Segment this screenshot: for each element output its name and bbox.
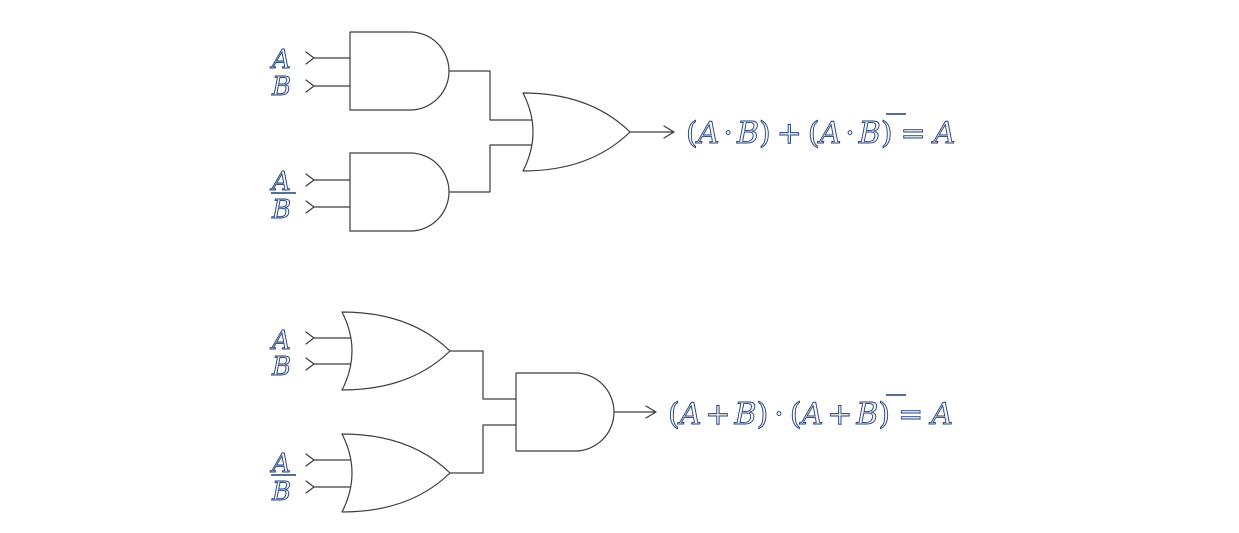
and-gate-2 bbox=[349, 152, 450, 232]
equation-2: (A+B)·(A+B)=A bbox=[668, 397, 953, 432]
wire-to-or-top bbox=[448, 70, 533, 121]
wire-to-and-bottom bbox=[449, 424, 517, 474]
input-b-2: B bbox=[271, 195, 291, 225]
wire-to-and-top bbox=[449, 350, 517, 400]
or-gate-final bbox=[522, 92, 631, 172]
or-gate-1 bbox=[341, 311, 451, 391]
input-arrow bbox=[305, 331, 353, 345]
input-arrow bbox=[305, 51, 351, 65]
input-arrow bbox=[305, 79, 351, 93]
circuit-2: A B A B (A+B)·(A+B)=A bbox=[270, 311, 953, 513]
input-b-3: B bbox=[271, 352, 291, 382]
equation-1: (A·B)+(A·B)=A bbox=[686, 116, 955, 151]
input-a-3: A bbox=[270, 326, 291, 356]
input-a-4: A bbox=[270, 449, 291, 479]
input-a-1: A bbox=[270, 45, 291, 75]
output-arrow bbox=[613, 405, 657, 419]
input-b-4: B bbox=[271, 477, 291, 507]
input-arrow bbox=[305, 480, 353, 494]
and-gate-1 bbox=[349, 31, 450, 111]
input-b-1: B bbox=[271, 72, 291, 102]
input-a-2: A bbox=[270, 167, 291, 197]
or-gate-2 bbox=[341, 433, 451, 513]
input-arrow bbox=[305, 200, 351, 214]
output-arrow bbox=[629, 125, 675, 139]
input-arrow bbox=[305, 453, 353, 467]
wire-to-or-bottom bbox=[448, 144, 533, 193]
and-gate-final bbox=[515, 372, 615, 452]
input-arrow bbox=[305, 173, 351, 187]
circuit-1: A B A B (A·B)+(A·B)=A bbox=[270, 31, 956, 232]
input-arrow bbox=[305, 357, 353, 371]
